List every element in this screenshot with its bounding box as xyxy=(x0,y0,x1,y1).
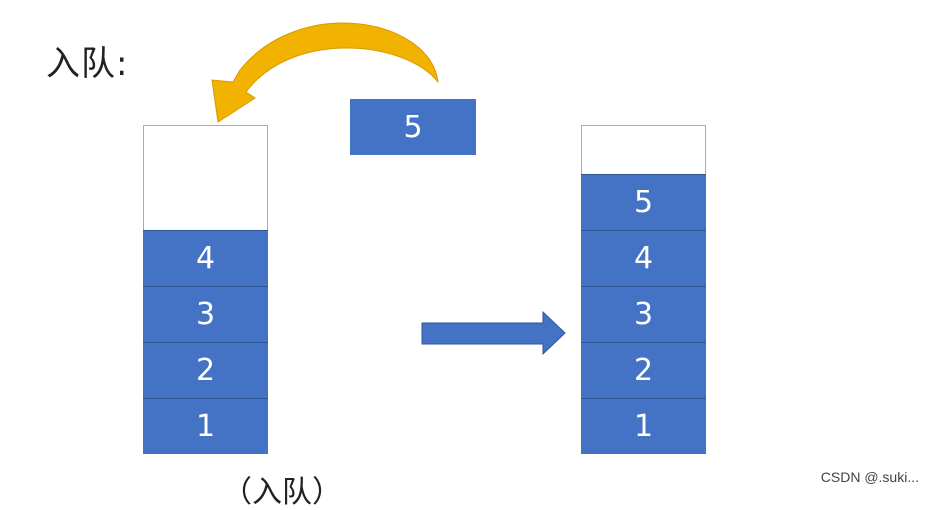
empty-slot xyxy=(581,125,706,174)
queue-cell: 1 xyxy=(581,398,706,454)
right-arrow-icon xyxy=(421,310,566,356)
queue-cell: 4 xyxy=(143,230,268,286)
queue-cell: 2 xyxy=(581,342,706,398)
arrows-layer xyxy=(211,22,566,356)
page-title: 入队: xyxy=(46,44,129,84)
curved-arrow-icon xyxy=(211,22,439,123)
queue-after: 5 4 3 2 1 xyxy=(581,125,706,454)
queue-cell: 2 xyxy=(143,342,268,398)
bottom-caption: （入队） xyxy=(222,475,342,510)
queue-cell: 3 xyxy=(581,286,706,342)
queue-cell: 4 xyxy=(581,230,706,286)
queue-cell: 5 xyxy=(581,174,706,230)
incoming-element: 5 xyxy=(350,99,476,155)
empty-slot xyxy=(143,125,268,230)
queue-cell: 3 xyxy=(143,286,268,342)
watermark: CSDN @.suki... xyxy=(820,469,919,485)
queue-before: 4 3 2 1 xyxy=(143,125,268,454)
queue-cell: 1 xyxy=(143,398,268,454)
